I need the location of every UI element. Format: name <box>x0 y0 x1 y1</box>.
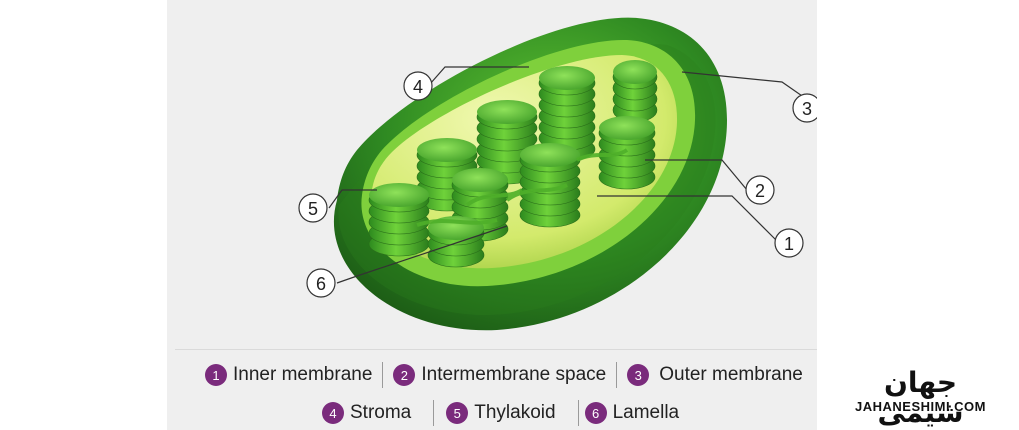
legend-label: Inner membrane <box>233 364 373 385</box>
legend-item-stroma: 4 Stroma <box>322 402 411 424</box>
callout-5: 5 <box>298 193 328 223</box>
diagram-clip: 4 3 2 1 5 6 1 Inner membrane <box>167 0 817 430</box>
legend-label: Stroma <box>350 402 412 423</box>
legend-badge: 5 <box>446 402 469 424</box>
legend-badge: 4 <box>322 402 344 424</box>
granum-stack <box>368 183 430 257</box>
legend-label: Lamella <box>612 402 680 423</box>
legend-badge: 3 <box>627 364 650 386</box>
granum-stack <box>612 60 658 123</box>
callout-2-num: 2 <box>755 181 765 201</box>
diagram-panel: 4 3 2 1 5 6 1 Inner membrane <box>167 0 817 430</box>
legend-item-lamella: 6 Lamella <box>584 402 680 424</box>
callout-3: 3 <box>792 93 817 123</box>
callout-2: 2 <box>745 175 775 205</box>
legend-item-thylakoid: 5 Thylakoid <box>446 402 556 424</box>
legend-row-1: 1 Inner membrane 2 Intermembrane space 3… <box>167 358 817 392</box>
legend-separator <box>616 362 618 388</box>
callout-6-num: 6 <box>316 274 326 294</box>
thylakoid-stacks <box>368 60 658 268</box>
lamellae <box>416 148 629 227</box>
callout-4: 4 <box>403 71 433 101</box>
legend-separator <box>577 400 579 426</box>
callout-1: 1 <box>774 228 804 258</box>
legend-label: Thylakoid <box>474 402 556 423</box>
legend-badge: 1 <box>205 364 227 386</box>
legend-row-2: 4 Stroma 5 Thylakoid 6 Lamella <box>167 396 817 430</box>
legend-separator <box>433 400 435 426</box>
legend-separator <box>382 362 384 388</box>
legend-label: Intermembrane space <box>421 364 607 385</box>
callout-5-num: 5 <box>308 199 318 219</box>
watermark-persian: جهان شیمی <box>877 366 964 429</box>
legend-label: Outer membrane <box>659 364 803 385</box>
legend-badge: 2 <box>393 364 416 386</box>
legend-item-intermembrane-space: 2 Intermembrane space <box>393 364 606 386</box>
legend-item-inner-membrane: 1 Inner membrane <box>205 364 372 386</box>
watermark-latin: JAHANESHIMI.COM <box>854 399 986 414</box>
callout-6: 6 <box>306 268 336 298</box>
callout-3-num: 3 <box>802 99 812 119</box>
callout-1-num: 1 <box>784 234 794 254</box>
legend-item-outer-membrane: 3 Outer membrane <box>627 364 803 386</box>
callout-4-num: 4 <box>413 77 423 97</box>
site-watermark: جهان شیمی JAHANESHIMI.COM <box>838 368 1003 428</box>
chloroplast-illustration: 4 3 2 1 5 6 <box>175 17 817 350</box>
granum-stack <box>519 143 581 228</box>
legend-badge: 6 <box>584 402 607 424</box>
granum-stack <box>598 116 656 190</box>
